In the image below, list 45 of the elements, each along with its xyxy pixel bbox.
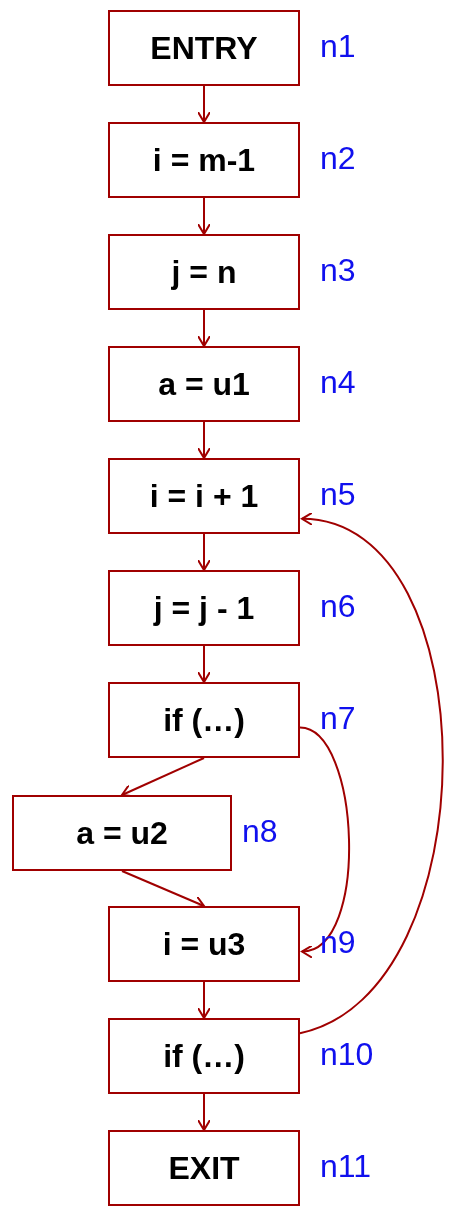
node-label: n7 — [320, 700, 356, 737]
process-box — [108, 682, 300, 758]
arrow — [121, 870, 205, 909]
box-text: EXIT — [168, 1149, 240, 1187]
node-label: n1 — [320, 28, 356, 65]
box-text: a = u2 — [76, 814, 168, 852]
box-text: i = i + 1 — [149, 477, 259, 515]
process-box — [108, 346, 300, 422]
box-text: i = u3 — [162, 925, 246, 963]
box-text: if (…) — [163, 1037, 245, 1075]
process-box — [108, 570, 300, 646]
process-box — [108, 906, 300, 982]
node-label: n4 — [320, 364, 356, 401]
node-label: n3 — [320, 252, 356, 289]
node-label: n10 — [320, 1036, 374, 1073]
arrow — [197, 197, 211, 235]
box-text: if (…) — [163, 701, 245, 739]
arrow — [197, 981, 211, 1019]
process-box — [108, 458, 300, 534]
process-box — [108, 1018, 300, 1094]
box-text: j = j - 1 — [153, 589, 255, 627]
arrow — [299, 514, 444, 1035]
arrow — [121, 757, 205, 798]
node-label: n6 — [320, 588, 356, 625]
node-label: n11 — [320, 1148, 371, 1185]
node-label: n8 — [242, 813, 278, 850]
box-text: a = u1 — [158, 365, 250, 403]
node-label: n9 — [320, 924, 356, 961]
arrow — [197, 645, 211, 683]
box-text: i = m-1 — [152, 141, 256, 179]
arrow — [197, 533, 211, 571]
process-box — [108, 10, 300, 86]
process-box — [12, 795, 232, 871]
box-text: ENTRY — [150, 29, 258, 67]
node-label: n2 — [320, 140, 356, 177]
process-box — [108, 1130, 300, 1206]
arrow — [299, 726, 350, 956]
arrow — [197, 1093, 211, 1131]
process-box — [108, 234, 300, 310]
node-label: n5 — [320, 476, 356, 513]
arrow — [197, 85, 211, 123]
box-text: j = n — [171, 253, 237, 291]
arrow — [197, 421, 211, 459]
process-box — [108, 122, 300, 198]
arrow — [197, 309, 211, 347]
